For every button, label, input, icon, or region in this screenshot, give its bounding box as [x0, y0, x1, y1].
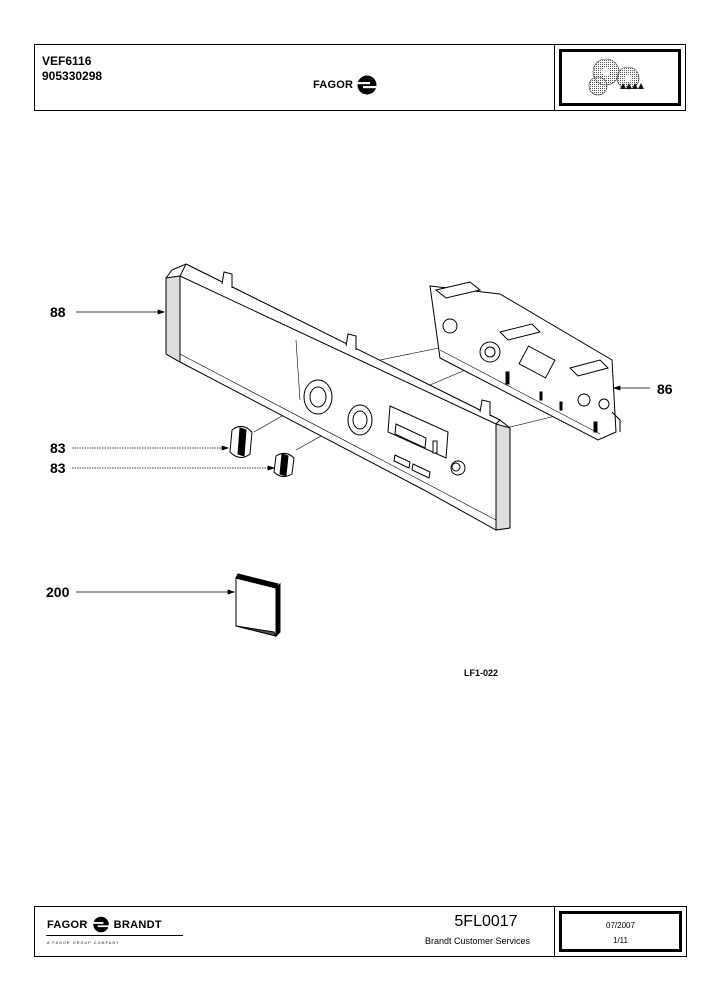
header-brand-logo: FAGOR [313, 75, 379, 95]
footer-brand-left: FAGOR [47, 918, 88, 931]
model-info: VEF6116 905330298 [42, 54, 102, 84]
gear-logo-frame [559, 49, 681, 106]
fagor-emblem-icon [356, 75, 379, 95]
leader-lines [72, 309, 650, 595]
footer-fagor-emblem-icon [91, 916, 110, 933]
footer-brand-right: BRANDT [113, 918, 162, 931]
control-panel [165, 263, 511, 531]
header-box: VEF6116 905330298 FAGOR [34, 44, 686, 111]
date-box: 07/2007 1/11 [554, 907, 686, 956]
footer-logo-rule [46, 935, 183, 936]
callout-200: 200 [46, 584, 70, 600]
leader-arrow-200 [227, 589, 236, 595]
callout-83a: 83 [50, 440, 66, 456]
footer-tagline: A FAGOR GROUP COMPANY [47, 941, 120, 945]
document-code: 5FL0017 [454, 913, 518, 930]
part-number: 905330298 [42, 69, 103, 83]
leader-arrow-83a [221, 445, 230, 451]
callout-83b: 83 [50, 460, 66, 476]
callout-88: 88 [50, 304, 66, 320]
document-date: 07/2007 [606, 921, 635, 930]
gears-icon [588, 58, 644, 96]
page-number: 1/11 [613, 936, 628, 945]
leader-arrow-86 [612, 385, 621, 391]
manual-booklet [235, 573, 281, 638]
leader-arrow-83b [267, 465, 276, 471]
callout-86: 86 [657, 381, 673, 397]
electronic-board [429, 281, 621, 441]
date-box-frame: 07/2007 1/11 [559, 911, 682, 952]
model-number: VEF6116 [42, 54, 92, 68]
gear-logo-box [554, 45, 685, 110]
service-name: Brandt Customer Services [425, 936, 531, 946]
footer-brand-logo: FAGOR BRANDT [47, 916, 162, 933]
leader-arrow-88 [157, 309, 166, 315]
drawing-reference: LF1-022 [464, 668, 499, 678]
footer-box: FAGOR BRANDT A FAGOR GROUP COMPANY 5FL00… [34, 906, 687, 957]
knobs [229, 426, 295, 478]
header-brand-text: FAGOR [313, 79, 354, 91]
